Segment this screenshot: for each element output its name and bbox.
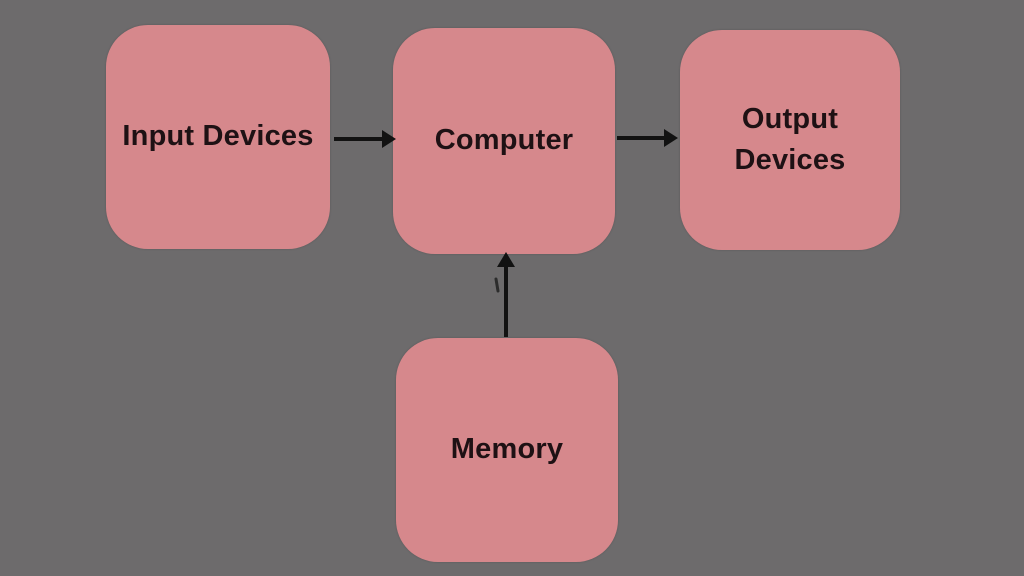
arrow-computer-to-output [617, 129, 678, 147]
node-output-devices: Output Devices [680, 30, 900, 250]
node-input-devices-label: Input Devices [122, 120, 314, 153]
node-memory: Memory [396, 338, 618, 562]
arrow-memory-to-computer [497, 252, 515, 337]
node-memory-label: Memory [450, 433, 564, 466]
node-input-devices: Input Devices [106, 25, 330, 249]
node-computer-label: Computer [434, 124, 574, 157]
node-computer: Computer [393, 28, 615, 254]
node-output-devices-label: Output Devices [734, 102, 846, 176]
tick-mark [494, 277, 500, 293]
arrow-input-to-computer [334, 130, 396, 148]
